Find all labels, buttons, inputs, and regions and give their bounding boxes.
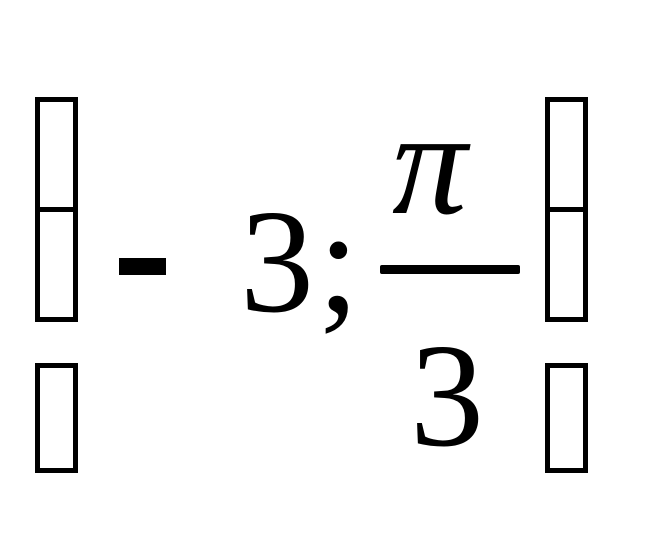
number-three: 3 [240,180,314,344]
fraction-bar [380,265,520,274]
fraction-denominator: 3 [410,314,484,478]
right-bracket-middle-box-icon [545,207,588,322]
semicolon: ; [318,180,360,344]
minus-sign [119,258,166,275]
fraction-numerator-pi: π [392,80,468,246]
right-bracket-bottom-box-icon [545,363,588,473]
right-bracket-top-box-icon [545,97,588,212]
left-bracket-top-box-icon [35,97,78,212]
left-bracket-bottom-box-icon [35,363,78,473]
left-bracket-middle-box-icon [35,207,78,322]
